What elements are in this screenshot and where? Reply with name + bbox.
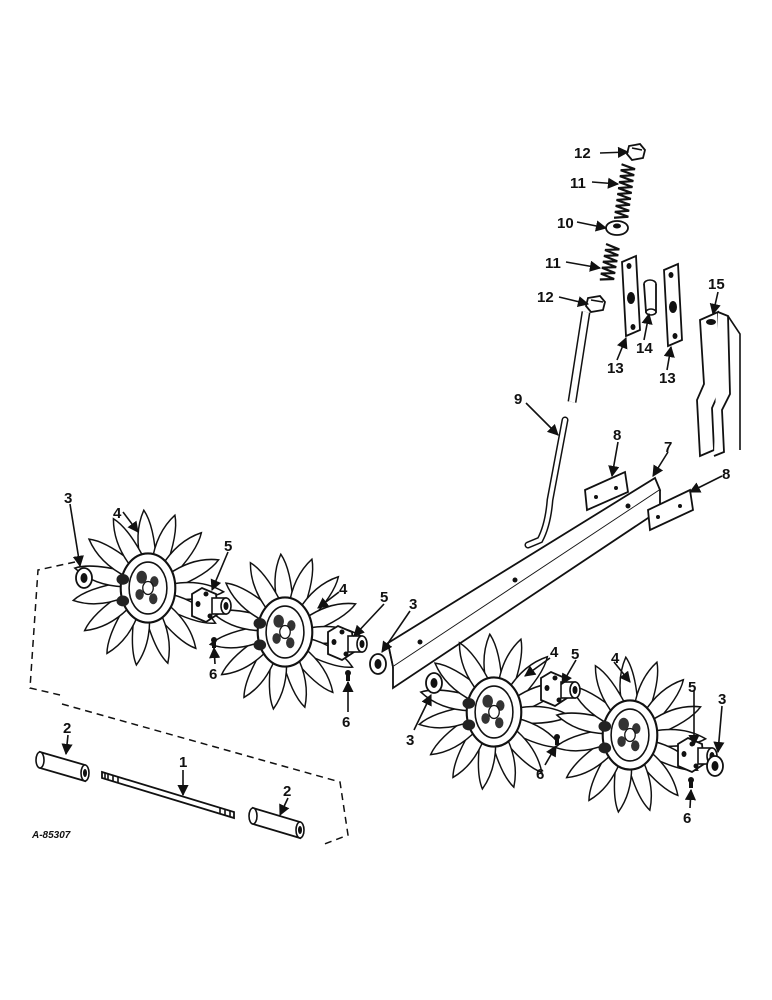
callout-11-upper: 11 [570, 175, 586, 192]
callout-11-lower: 11 [545, 255, 561, 272]
callout-5-d: 5 [688, 679, 696, 696]
callout-6-c: 6 [536, 766, 544, 783]
plate-right [647, 488, 694, 532]
callout-12-lower: 12 [537, 289, 554, 306]
drawing-code: A-85307 [31, 830, 71, 841]
callout-3-a: 3 [64, 490, 72, 507]
callout-6-d: 6 [683, 810, 691, 827]
sleeve [643, 279, 657, 316]
callout-15: 15 [708, 276, 725, 293]
strap-right [663, 262, 683, 348]
callout-13-left: 13 [607, 360, 624, 377]
callout-3-c: 3 [406, 732, 414, 749]
spacer-left [35, 750, 90, 783]
hub-3 [540, 671, 581, 707]
collar [605, 220, 629, 236]
callout-2-right: 2 [283, 783, 291, 800]
washer-1 [75, 567, 93, 589]
callout-1: 1 [179, 754, 187, 771]
callout-4-b: 4 [339, 581, 348, 598]
plate-left [584, 470, 629, 512]
spring-lower [599, 243, 620, 281]
callout-labels: 12 11 10 11 12 13 14 13 15 9 8 7 8 3 4 5… [31, 145, 730, 841]
spacer-right [248, 806, 305, 840]
callout-3-d: 3 [718, 691, 726, 708]
callout-5-c: 5 [571, 646, 579, 663]
callout-14: 14 [636, 340, 653, 357]
callout-5-a: 5 [224, 538, 232, 555]
callout-7: 7 [664, 439, 672, 456]
callout-5-b: 5 [380, 589, 388, 606]
callout-9: 9 [514, 391, 522, 408]
washer-3 [425, 672, 443, 694]
bolt-2 [345, 670, 351, 681]
washer-2 [369, 653, 387, 675]
main-bar [386, 476, 662, 690]
strap-left [621, 254, 641, 338]
bolt-4 [688, 777, 694, 788]
callout-4-c: 4 [550, 644, 559, 661]
callout-8-left: 8 [613, 427, 621, 444]
assembly-outline [29, 561, 349, 846]
callout-10: 10 [557, 215, 574, 232]
callout-4-d: 4 [611, 650, 620, 667]
callout-3-b: 3 [409, 596, 417, 613]
callout-2-left: 2 [63, 720, 71, 737]
callout-13-right: 13 [659, 370, 676, 387]
nut-upper [626, 143, 646, 161]
spring-upper [613, 163, 636, 219]
bracket [696, 310, 741, 458]
leader-lines [61, 146, 725, 817]
callout-6-a: 6 [209, 666, 217, 683]
rotary-wheel-3 [418, 634, 570, 790]
washer-4 [706, 755, 724, 777]
callout-4-a: 4 [113, 505, 122, 522]
rotary-wheel-4 [554, 657, 706, 813]
hub-2 [327, 625, 368, 661]
callout-12-upper: 12 [574, 145, 591, 162]
callout-8-right: 8 [722, 466, 730, 483]
nut-lower [585, 295, 606, 313]
shaft [101, 770, 235, 820]
callout-6-b: 6 [342, 714, 350, 731]
